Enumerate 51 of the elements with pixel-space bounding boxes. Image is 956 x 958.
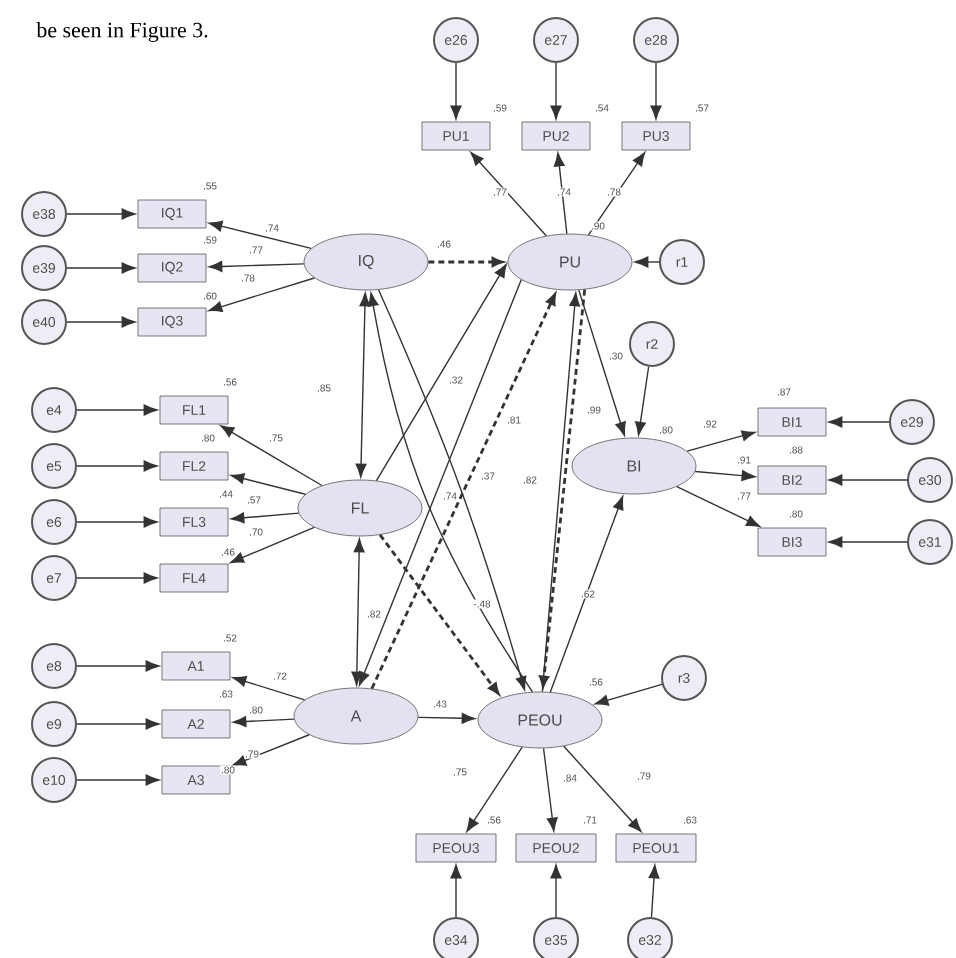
- arrow: [450, 864, 462, 918]
- arrow: [828, 416, 890, 428]
- arrow: [76, 660, 160, 672]
- arrow: [550, 62, 562, 120]
- arrow: [351, 538, 365, 686]
- arrow: [549, 496, 624, 693]
- arrow: [634, 366, 650, 436]
- arrow: [466, 746, 523, 832]
- arrow: [76, 572, 158, 584]
- arrow: [378, 534, 500, 695]
- arrow: [66, 208, 136, 220]
- arrow: [450, 62, 462, 120]
- arrow: [230, 512, 300, 524]
- arrow: [355, 292, 371, 478]
- arrow: [648, 864, 660, 918]
- arrow: [230, 473, 307, 495]
- arrow: [232, 716, 295, 727]
- arrow: [578, 289, 626, 436]
- arrow: [587, 152, 646, 236]
- arrow: [230, 526, 315, 564]
- arrow: [470, 151, 547, 237]
- arrow: [76, 516, 158, 528]
- arrow: [828, 536, 908, 548]
- arrow: [76, 774, 160, 786]
- arrow: [676, 485, 761, 528]
- arrow: [428, 257, 504, 267]
- arrow: [650, 62, 662, 120]
- caption-text: be seen in Figure 3.: [36, 22, 208, 42]
- arrow: [686, 430, 756, 452]
- arrow: [232, 676, 306, 701]
- arrow: [594, 683, 663, 706]
- arrow: [542, 747, 558, 832]
- arrow: [66, 262, 136, 274]
- arrow: [232, 734, 310, 766]
- arrow: [208, 261, 305, 272]
- arrow: [208, 277, 316, 313]
- arrow: [550, 864, 562, 918]
- arrow: [828, 474, 908, 486]
- arrow: [553, 152, 568, 235]
- arrow: [220, 425, 323, 487]
- arrow: [375, 263, 507, 482]
- arrow: [563, 745, 642, 833]
- arrow: [358, 279, 522, 686]
- arrow: [76, 404, 158, 416]
- arrow: [76, 718, 160, 730]
- arrow: [208, 220, 312, 250]
- arrow: [66, 316, 136, 328]
- arrow: [634, 256, 660, 268]
- arrow: [76, 460, 158, 472]
- arrow: [694, 470, 756, 482]
- arrow: [417, 712, 476, 724]
